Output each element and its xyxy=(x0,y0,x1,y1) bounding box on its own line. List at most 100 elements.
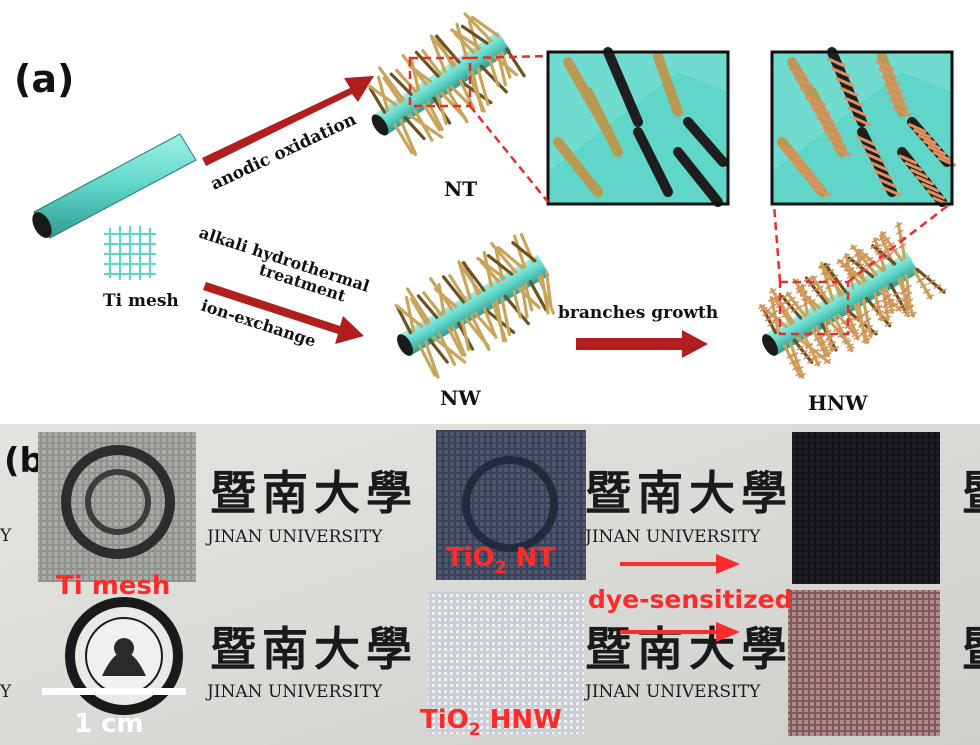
branch xyxy=(916,277,924,284)
branch xyxy=(798,372,806,379)
branch xyxy=(808,348,816,355)
nanorod xyxy=(861,298,873,339)
university-text-top-2: JINAN UNIVERSITY xyxy=(583,527,761,547)
branch xyxy=(836,326,845,332)
branch xyxy=(764,316,773,322)
branch xyxy=(908,311,917,317)
nanorod xyxy=(403,116,426,141)
nanorod xyxy=(912,269,933,300)
nanorod xyxy=(421,49,443,77)
inset-branch xyxy=(806,95,827,107)
nanorod xyxy=(414,50,440,78)
nanorod xyxy=(512,289,522,319)
inset-branch xyxy=(847,106,868,117)
inset-branch xyxy=(917,133,937,145)
nanorod xyxy=(460,24,489,45)
branch xyxy=(876,310,884,316)
inset-branch xyxy=(880,75,901,87)
scale-bar xyxy=(42,688,186,695)
nanorod xyxy=(479,260,501,284)
ti-wire xyxy=(32,133,197,239)
branch xyxy=(758,304,766,310)
nanorod xyxy=(505,47,526,78)
branch xyxy=(786,353,794,359)
nanorod xyxy=(495,299,506,343)
nanorod xyxy=(811,327,828,358)
inset-rod xyxy=(673,147,723,207)
branch xyxy=(873,299,882,306)
branch xyxy=(882,246,891,253)
nanorod xyxy=(479,64,508,94)
inset-branch xyxy=(795,165,815,176)
branch xyxy=(861,252,869,258)
zoom-indicators xyxy=(408,54,951,336)
branch xyxy=(847,266,855,273)
nw-nanowire xyxy=(394,232,555,379)
inset-branch xyxy=(889,98,909,110)
branch xyxy=(846,256,855,262)
nanorod xyxy=(856,301,867,344)
nanorod xyxy=(873,291,884,321)
nanorod xyxy=(904,273,913,312)
branch xyxy=(836,258,845,265)
nanorod xyxy=(792,338,814,364)
nanorod xyxy=(511,241,537,263)
inset-branch xyxy=(865,152,885,164)
nanorod xyxy=(470,314,491,351)
nanorod xyxy=(404,295,415,333)
branch xyxy=(851,259,859,266)
branch xyxy=(926,294,934,300)
branch xyxy=(894,222,903,228)
tio2-nt-sample xyxy=(436,430,586,580)
branch xyxy=(884,321,893,328)
nanorod xyxy=(463,12,493,43)
branch xyxy=(903,311,912,317)
nanorod xyxy=(389,72,413,96)
branch xyxy=(768,288,777,294)
nanorod xyxy=(810,275,831,304)
inset-rod xyxy=(683,117,728,167)
branch xyxy=(904,291,913,297)
branch xyxy=(826,268,835,275)
inset-branch xyxy=(883,82,904,94)
nanorod xyxy=(429,34,447,74)
branch xyxy=(788,296,796,302)
nanorod xyxy=(482,306,498,339)
nanorod xyxy=(430,35,457,67)
edge-text-top: Y xyxy=(0,526,12,546)
nanorod xyxy=(432,335,467,364)
nanorod xyxy=(797,288,821,310)
logo-text-top-1: 暨南大學 xyxy=(210,466,418,520)
anodic-oxidation-arrow xyxy=(202,76,374,166)
branch xyxy=(859,329,868,336)
branch xyxy=(796,345,805,351)
edge-text-bottom: Y xyxy=(0,682,12,702)
inset-branch xyxy=(811,186,832,197)
nanorod xyxy=(451,325,467,357)
branch xyxy=(804,295,812,301)
nanorod xyxy=(873,237,887,272)
nanorod xyxy=(837,259,868,283)
branch xyxy=(891,302,899,308)
branch xyxy=(895,306,904,312)
branch xyxy=(856,248,864,254)
branch xyxy=(922,288,931,294)
branch xyxy=(852,270,861,277)
nanorod xyxy=(441,275,466,304)
nanorod xyxy=(845,308,860,341)
nanorod xyxy=(471,70,484,113)
nanorod xyxy=(528,280,548,312)
branch xyxy=(816,334,825,340)
nanorod xyxy=(448,274,468,303)
branch xyxy=(830,274,839,280)
university-emblem xyxy=(65,597,183,715)
branch xyxy=(905,298,914,304)
nanorod xyxy=(785,291,807,318)
branch xyxy=(801,301,810,307)
branch xyxy=(874,305,883,311)
inset-branch xyxy=(826,57,847,68)
nanorod xyxy=(449,85,473,108)
hydrothermal-arrow xyxy=(203,282,364,344)
hnw-label: HNW xyxy=(808,391,868,415)
inset-rod xyxy=(653,52,683,117)
